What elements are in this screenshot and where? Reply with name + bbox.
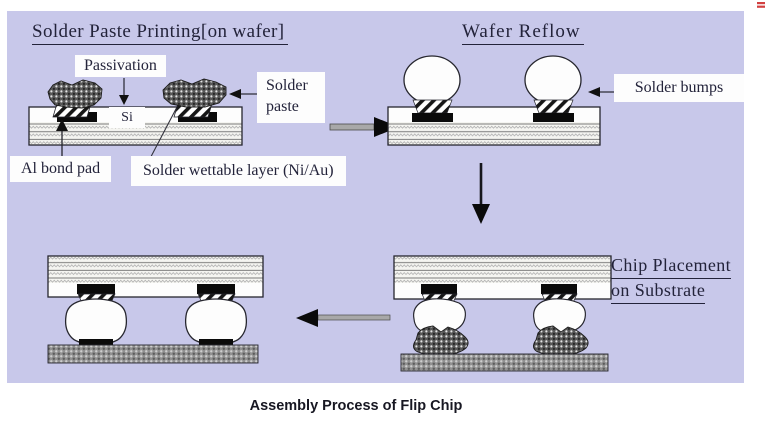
solder-joint-column xyxy=(64,284,128,348)
al-bond-pad-shape xyxy=(421,284,457,294)
solder-bump-column xyxy=(403,55,461,122)
stage3-title-line1: Chip Placement xyxy=(611,254,732,279)
wettable-hatch xyxy=(412,99,453,114)
solder-paste-blob xyxy=(413,325,469,356)
stage3-title-line2: on Substrate xyxy=(611,279,706,304)
substrate xyxy=(47,344,259,364)
solder-bump xyxy=(403,55,461,105)
stage4-final-assembly xyxy=(47,255,264,364)
passivation-label: Passivation xyxy=(75,55,166,77)
al-bond-pad-label: Al bond pad xyxy=(10,156,112,182)
chip-outline xyxy=(47,255,264,298)
flow-arrow-left xyxy=(296,309,391,327)
solder-bumps-pointer-arrow xyxy=(588,87,614,97)
solder-joint xyxy=(64,298,128,345)
wafer-sublayers xyxy=(29,122,242,145)
solder-paste-blob xyxy=(47,79,103,109)
stage2-title: Wafer Reflow xyxy=(462,21,584,45)
si-label: Si xyxy=(109,107,145,128)
figure-caption: Assembly Process of Flip Chip xyxy=(249,398,463,414)
flow-arrow-right xyxy=(329,117,399,137)
flow-arrow-down xyxy=(472,163,490,224)
stage1-title: Solder Paste Printing[on wafer] xyxy=(32,21,288,45)
stage3-title: Chip Placement on Substrate xyxy=(611,254,732,304)
substrate-pad-shape xyxy=(79,339,113,348)
bump-joint-column xyxy=(413,284,469,356)
stage2-wafer-reflow xyxy=(387,55,614,146)
passivation-pointer-arrow xyxy=(119,78,129,105)
solder-wettable-label: Solder wettable layer (Ni/Au) xyxy=(131,156,346,186)
chip-outline xyxy=(393,255,612,300)
chip-backside xyxy=(48,256,263,283)
al-bond-pad-shape xyxy=(412,113,453,122)
wafer-outline xyxy=(387,106,601,146)
solder-bumps-label: Solder bumps xyxy=(614,74,744,102)
substrate xyxy=(400,353,609,372)
al-bond-pad-pointer-arrow xyxy=(56,119,68,157)
solder-bump xyxy=(413,298,466,335)
solder-paste-blob xyxy=(162,78,227,108)
corner-mark-icon xyxy=(757,2,765,8)
stage3-chip-placement xyxy=(393,255,612,372)
solder-paste-label: Solder paste xyxy=(257,72,325,123)
wafer-sublayers xyxy=(388,122,600,145)
chip-backside xyxy=(394,256,611,283)
solder-paste-pointer-arrow xyxy=(229,89,257,99)
al-bond-pad-shape xyxy=(77,284,115,294)
